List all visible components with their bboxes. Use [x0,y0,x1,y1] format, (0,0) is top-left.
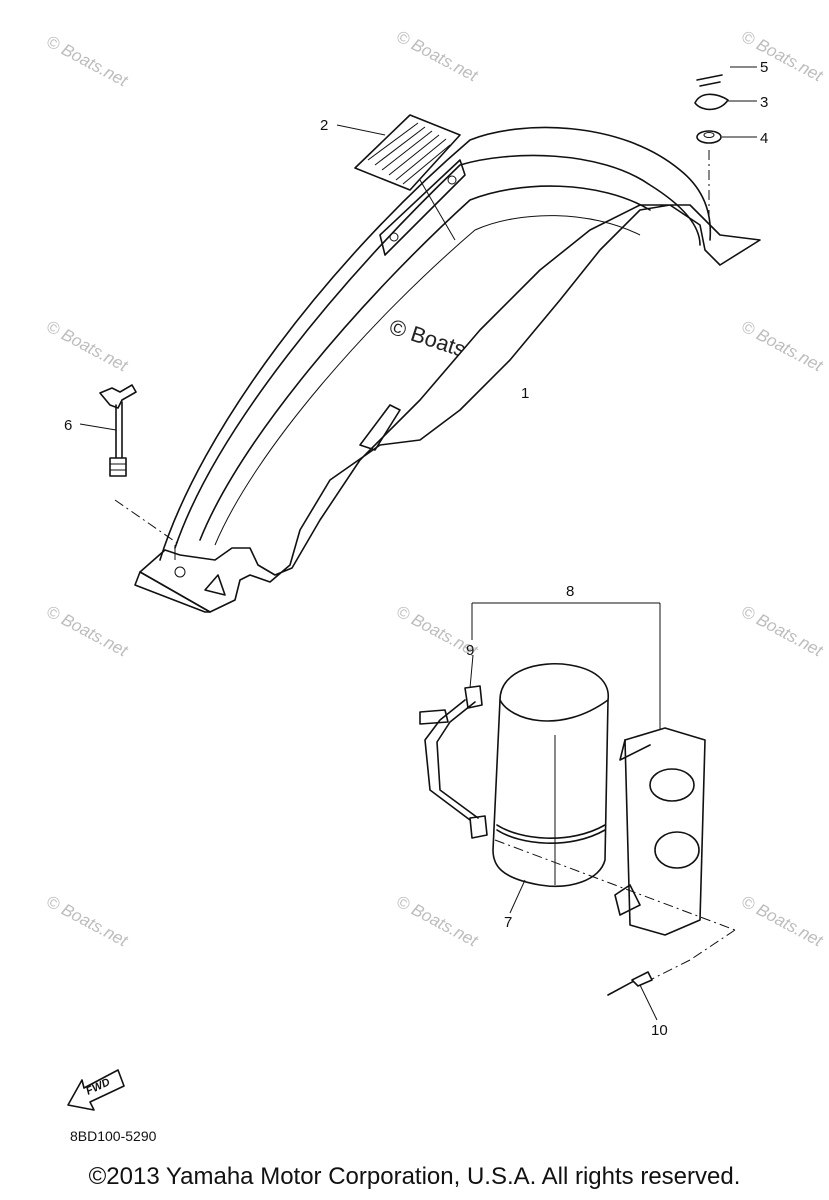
callout-7: 7 [504,914,512,931]
part-10-pin [607,971,653,996]
part-8-bracket [494,727,736,986]
watermark: © Boats.net [738,317,827,376]
watermark: © Boats.net [43,317,132,376]
watermark: © Boats.net [738,27,827,86]
callout-2: 2 [320,117,328,134]
part-7-box [492,662,609,888]
callout-3: 3 [760,94,768,111]
callout-1: 1 [521,385,529,402]
watermark: © Boats.net [393,27,482,86]
watermark: © Boats.net [738,892,827,951]
watermark: © Boats.net [43,32,132,91]
callout-8: 8 [566,583,574,600]
part-3-4-5-fasteners [694,74,729,215]
watermark: © Boats.net [393,892,482,951]
callout-10: 10 [651,1022,668,1039]
part-code: 8BD100-5290 [70,1128,157,1144]
part-9-strap [419,685,488,839]
watermark: © Boats.net [738,602,827,661]
part-1-fender [134,126,761,613]
callout-labels: 1 2 3 4 5 6 7 8 9 10 [64,59,768,1039]
callout-6: 6 [64,417,72,434]
watermark: © Boats.net [43,892,132,951]
fwd-arrow-icon: FWD [67,1069,125,1111]
group-bracket-8 [471,602,661,730]
part-6-bolt [99,384,181,546]
part-2-label [354,114,461,241]
callout-9: 9 [466,642,474,659]
copyright-notice: ©2013 Yamaha Motor Corporation, U.S.A. A… [88,1163,741,1190]
callout-5: 5 [760,59,768,76]
callout-4: 4 [760,130,768,147]
leader-lines [79,66,757,1021]
watermark: © Boats.net [43,602,132,661]
